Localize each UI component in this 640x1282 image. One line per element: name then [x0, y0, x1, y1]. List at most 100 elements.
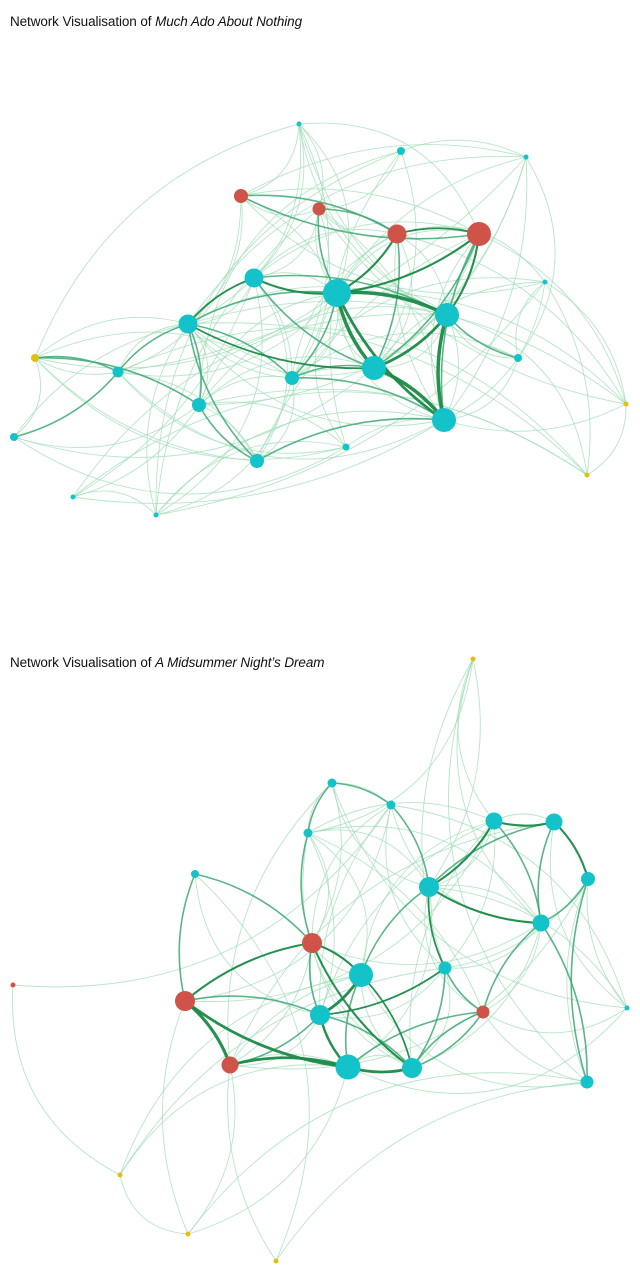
edge [155, 277, 263, 516]
node [285, 371, 299, 385]
edge [540, 922, 588, 1083]
edge [13, 357, 42, 438]
network-panel-much-ado: Network Visualisation of Much Ado About … [0, 0, 640, 640]
node [419, 877, 439, 897]
node [323, 279, 351, 307]
edge [194, 873, 321, 1016]
edge [198, 404, 258, 462]
edge [240, 195, 320, 216]
edge [184, 804, 392, 1002]
edge [373, 150, 417, 369]
edge [34, 357, 119, 375]
edge [187, 155, 527, 325]
edge [307, 782, 333, 834]
node [244, 268, 264, 288]
edge [311, 922, 542, 965]
edge [291, 123, 330, 379]
node [397, 147, 405, 155]
edge [253, 277, 375, 369]
edge [184, 820, 495, 1003]
edge [347, 1007, 628, 1094]
edge [13, 436, 347, 495]
diagram-title: Network Visualisation of A Midsummer Nig… [10, 655, 325, 670]
edge [552, 820, 590, 881]
edge [311, 942, 413, 1069]
edge [307, 782, 333, 834]
edge [537, 821, 555, 924]
edge [302, 832, 413, 1069]
edge [319, 820, 495, 1016]
edge [229, 974, 362, 1066]
edge [240, 144, 527, 197]
edge [446, 314, 588, 476]
edge [291, 332, 519, 379]
edge [198, 150, 402, 406]
edge [187, 323, 258, 462]
edge [307, 802, 495, 834]
edge [72, 419, 445, 504]
node [532, 914, 550, 932]
edge [331, 782, 392, 806]
edge [253, 221, 480, 279]
edge [318, 208, 398, 235]
edge [34, 123, 300, 359]
edge [307, 832, 368, 976]
edge [198, 404, 258, 462]
edge [229, 942, 313, 1066]
edge [428, 884, 542, 924]
edge [457, 658, 495, 822]
node-red [476, 1005, 490, 1019]
edge [34, 292, 338, 369]
edge [183, 999, 232, 1067]
node-red [175, 991, 195, 1011]
edge [444, 878, 589, 969]
node [10, 433, 18, 441]
edge [240, 195, 480, 240]
edge [72, 391, 588, 498]
edge [549, 821, 628, 1009]
edge [307, 832, 329, 944]
node [342, 443, 350, 451]
edge [253, 277, 288, 462]
node [70, 494, 76, 500]
light-edges [13, 122, 627, 516]
edge [409, 820, 495, 1069]
edge [430, 233, 480, 421]
edge [428, 658, 481, 888]
edge [198, 292, 338, 406]
edge [319, 967, 446, 1016]
edge [187, 323, 375, 370]
edge [155, 150, 402, 516]
edge [390, 804, 628, 1009]
edge [424, 886, 484, 1013]
node-red [387, 224, 407, 244]
edge [119, 1064, 349, 1176]
edge [515, 281, 546, 359]
node [402, 1058, 422, 1078]
edge [443, 156, 528, 421]
edge [187, 195, 243, 325]
edge [155, 377, 293, 516]
edge [34, 357, 258, 462]
medium-edges [13, 194, 519, 462]
edge [400, 139, 527, 158]
edge [319, 1014, 413, 1069]
edge [298, 123, 324, 210]
edge [318, 150, 402, 210]
edge [443, 281, 546, 421]
edge [72, 277, 255, 498]
edge [428, 820, 495, 888]
node [580, 1075, 594, 1089]
edge [187, 323, 293, 379]
edge [253, 123, 305, 279]
edge [117, 371, 445, 460]
network-graph [10, 121, 629, 518]
node-yellow [273, 1258, 279, 1264]
node [624, 1005, 630, 1011]
edge [586, 403, 627, 476]
node [349, 963, 373, 987]
edge [373, 233, 401, 369]
node [303, 828, 313, 838]
node [432, 408, 456, 432]
edge [155, 410, 445, 516]
